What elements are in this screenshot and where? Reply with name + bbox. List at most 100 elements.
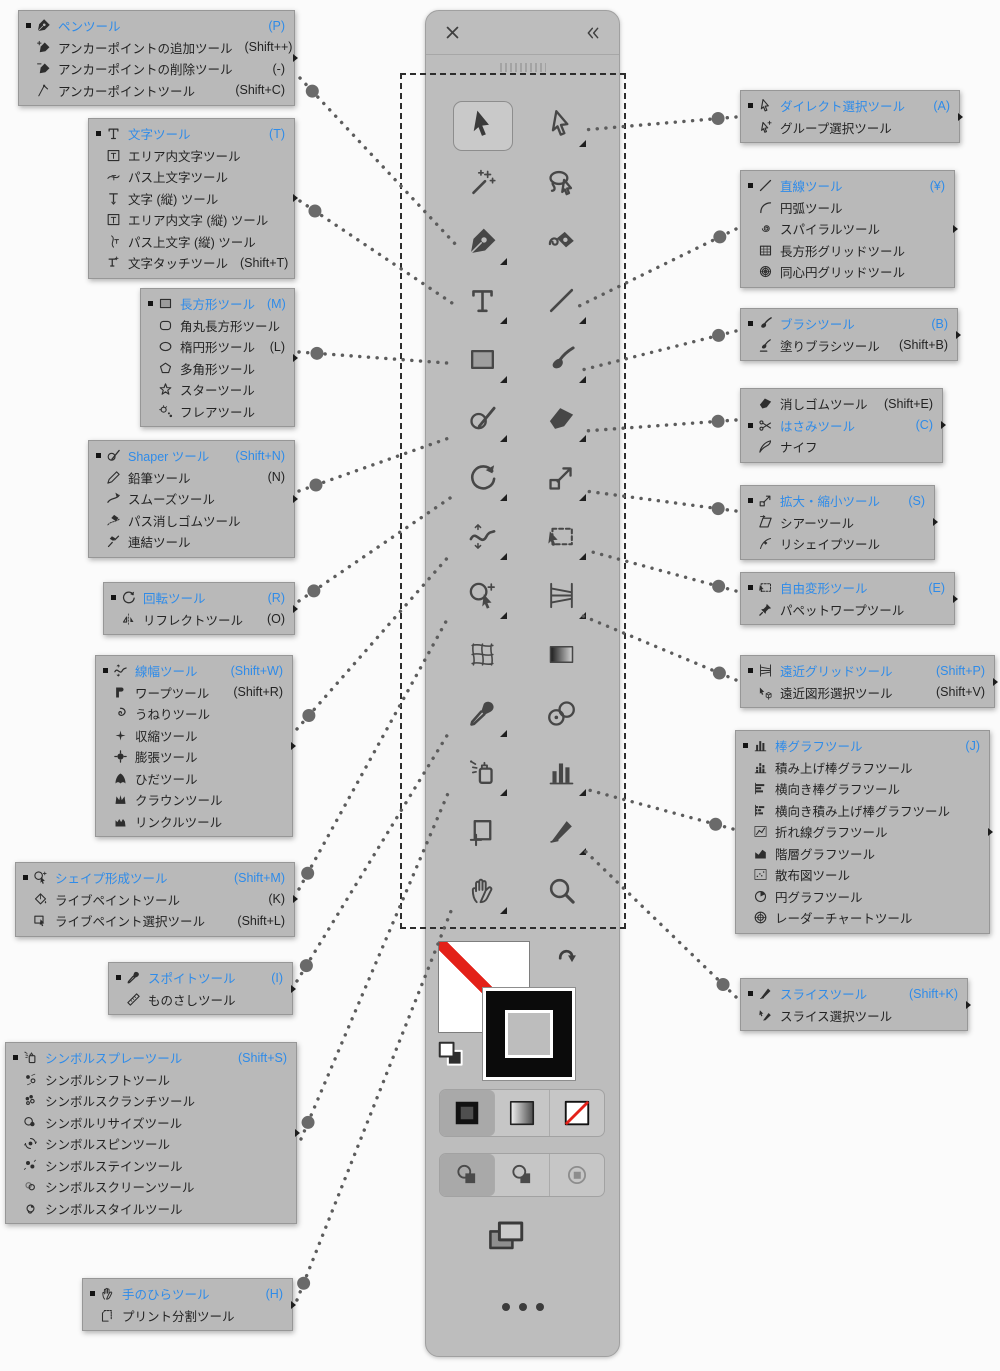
flyout-item-shear[interactable]: シアーツール bbox=[741, 512, 934, 534]
flyout-item-pucker[interactable]: 収縮ツール bbox=[96, 725, 292, 747]
more-options-button[interactable] bbox=[501, 1303, 544, 1311]
tool-perspective-grid[interactable] bbox=[533, 574, 591, 622]
flyout-item-bloat[interactable]: 膨張ツール bbox=[96, 746, 292, 768]
draw-normal-button[interactable] bbox=[440, 1154, 495, 1196]
flyout-item-scale[interactable]: 拡大・縮小ツール(S) bbox=[741, 490, 934, 512]
flyout-item-symbol-stain[interactable]: シンボルステインツール bbox=[6, 1155, 296, 1177]
tool-selection[interactable] bbox=[452, 100, 513, 151]
tool-line[interactable] bbox=[533, 279, 591, 327]
flyout-item-blob-brush[interactable]: 塗りブラシツール(Shift+B) bbox=[741, 335, 957, 357]
flyout-item-bar-graph[interactable]: 横向き棒グラフツール bbox=[736, 778, 989, 800]
flyout-item-type[interactable]: 文字ツール(T) bbox=[89, 123, 294, 145]
flyout-item-pencil[interactable]: 鉛筆ツール(N) bbox=[89, 467, 294, 489]
flyout-item-free-transform[interactable]: 自由変形ツール(E) bbox=[741, 577, 954, 599]
flyout-item-eraser[interactable]: 消しゴムツール(Shift+E) bbox=[741, 393, 942, 415]
tool-magic-wand[interactable] bbox=[454, 161, 512, 209]
flyout-item-area-graph[interactable]: 階層グラフツール bbox=[736, 843, 989, 865]
swap-fill-stroke-icon[interactable] bbox=[554, 943, 581, 975]
tool-curvature[interactable] bbox=[533, 220, 591, 268]
flyout-item-polygon[interactable]: 多角形ツール bbox=[141, 358, 294, 380]
collapse-panel-icon[interactable] bbox=[585, 25, 601, 41]
flyout-item-ellipse[interactable]: 楕円形ツール(L) bbox=[141, 336, 294, 358]
flyout-item-reshape[interactable]: リシェイプツール bbox=[741, 533, 934, 555]
flyout-item-group-select[interactable]: グループ選択ツール bbox=[741, 117, 959, 139]
tool-pen[interactable] bbox=[454, 220, 512, 268]
flyout-item-arc[interactable]: 円弧ツール bbox=[741, 197, 954, 219]
flyout-item-star[interactable]: スターツール bbox=[141, 379, 294, 401]
flyout-item-rotate[interactable]: 回転ツール(R) bbox=[104, 587, 294, 609]
tool-mesh[interactable] bbox=[454, 633, 512, 681]
flyout-item-warp[interactable]: ワープツール(Shift+R) bbox=[96, 682, 292, 704]
color-button[interactable] bbox=[440, 1090, 495, 1136]
tool-gradient[interactable] bbox=[533, 633, 591, 681]
flyout-item-wrinkle[interactable]: リンクルツール bbox=[96, 811, 292, 833]
tool-artboard[interactable] bbox=[454, 810, 512, 858]
flyout-item-direct-selection[interactable]: ダイレクト選択ツール(A) bbox=[741, 95, 959, 117]
flyout-item-twirl[interactable]: うねりツール bbox=[96, 703, 292, 725]
tool-rotate[interactable] bbox=[454, 456, 512, 504]
screen-mode-button[interactable] bbox=[484, 1214, 528, 1263]
flyout-item-graph[interactable]: 棒グラフツール(J) bbox=[736, 735, 989, 757]
flyout-item-smooth[interactable]: スムーズツール bbox=[89, 488, 294, 510]
tool-symbol-sprayer[interactable] bbox=[454, 751, 512, 799]
tool-shape-builder[interactable] bbox=[454, 574, 512, 622]
flyout-item-symbol-style[interactable]: シンボルスタイルツール bbox=[6, 1198, 296, 1220]
close-icon[interactable] bbox=[444, 24, 461, 41]
none-button[interactable] bbox=[550, 1090, 604, 1136]
flyout-item-rect-grid[interactable]: 長方形グリッドツール bbox=[741, 240, 954, 262]
flyout-item-symbol-spin[interactable]: シンボルスピンツール bbox=[6, 1133, 296, 1155]
flyout-item-symbol-shift[interactable]: シンボルシフトツール bbox=[6, 1069, 296, 1091]
flyout-item-brush[interactable]: ブラシツール(B) bbox=[741, 313, 957, 335]
flyout-item-vertical-path-type[interactable]: パス上文字 (縦) ツール bbox=[89, 231, 294, 253]
tool-slice[interactable] bbox=[533, 810, 591, 858]
flyout-item-width[interactable]: 線幅ツール(Shift+W) bbox=[96, 660, 292, 682]
flyout-item-perspective-select[interactable]: 遠近図形選択ツール(Shift+V) bbox=[741, 682, 994, 704]
flyout-item-spiral[interactable]: スパイラルツール bbox=[741, 218, 954, 240]
draw-behind-button[interactable] bbox=[495, 1154, 550, 1196]
tool-direct-selection[interactable] bbox=[533, 102, 591, 150]
flyout-item-scissors[interactable]: はさみツール(C) bbox=[741, 415, 942, 437]
tool-width[interactable] bbox=[454, 515, 512, 563]
flyout-item-vertical-type[interactable]: 文字 (縦) ツール bbox=[89, 188, 294, 210]
flyout-item-polar-grid[interactable]: 同心円グリッドツール bbox=[741, 261, 954, 283]
flyout-item-hand[interactable]: 手のひらツール(H) bbox=[83, 1283, 292, 1305]
tool-eraser[interactable] bbox=[533, 397, 591, 445]
flyout-item-line[interactable]: 直線ツール(¥) bbox=[741, 175, 954, 197]
flyout-item-symbol-size[interactable]: シンボルリサイズツール bbox=[6, 1112, 296, 1134]
flyout-item-pen[interactable]: ペンツール(P) bbox=[19, 15, 294, 37]
flyout-item-scallop[interactable]: ひだツール bbox=[96, 768, 292, 790]
flyout-item-stacked-bar-graph[interactable]: 横向き積み上げ棒グラフツール bbox=[736, 800, 989, 822]
flyout-item-print-tiling[interactable]: プリント分割ツール bbox=[83, 1305, 292, 1327]
flyout-item-rounded-rect[interactable]: 角丸長方形ツール bbox=[141, 315, 294, 337]
flyout-item-join[interactable]: 連結ツール bbox=[89, 531, 294, 553]
flyout-item-eyedropper[interactable]: スポイトツール(I) bbox=[109, 967, 292, 989]
flyout-item-symbol-sprayer[interactable]: シンボルスプレーツール(Shift+S) bbox=[6, 1047, 296, 1069]
flyout-item-pie-graph[interactable]: 円グラフツール bbox=[736, 886, 989, 908]
tool-type[interactable] bbox=[454, 279, 512, 327]
flyout-item-symbol-screen[interactable]: シンボルスクリーンツール bbox=[6, 1176, 296, 1198]
stroke-swatch[interactable] bbox=[483, 988, 575, 1080]
flyout-item-scatter-graph[interactable]: 散布図ツール bbox=[736, 864, 989, 886]
flyout-item-stacked-graph[interactable]: 積み上げ棒グラフツール bbox=[736, 757, 989, 779]
flyout-item-pen-plus[interactable]: アンカーポイントの追加ツール(Shift++) bbox=[19, 37, 294, 59]
flyout-item-line-graph[interactable]: 折れ線グラフツール bbox=[736, 821, 989, 843]
flyout-item-live-paint-select[interactable]: ライブペイント選択ツール(Shift+L) bbox=[16, 910, 294, 932]
flyout-item-reflect[interactable]: リフレクトツール(O) bbox=[104, 609, 294, 631]
flyout-item-measure[interactable]: ものさしツール bbox=[109, 989, 292, 1011]
flyout-item-puppet-warp[interactable]: パペットワープツール bbox=[741, 599, 954, 621]
flyout-item-perspective-grid[interactable]: 遠近グリッドツール(Shift+P) bbox=[741, 660, 994, 682]
flyout-item-live-paint[interactable]: ライブペイントツール(K) bbox=[16, 889, 294, 911]
flyout-item-radar-graph[interactable]: レーダーチャートツール bbox=[736, 907, 989, 929]
tool-lasso[interactable] bbox=[533, 161, 591, 209]
tool-graph[interactable] bbox=[533, 751, 591, 799]
flyout-item-anchor[interactable]: アンカーポイントツール(Shift+C) bbox=[19, 80, 294, 102]
flyout-item-slice-select[interactable]: スライス選択ツール bbox=[741, 1005, 967, 1027]
flyout-item-shaper[interactable]: Shaper ツール(Shift+N) bbox=[89, 445, 294, 467]
flyout-item-path-type[interactable]: パス上文字ツール bbox=[89, 166, 294, 188]
tool-zoom[interactable] bbox=[533, 869, 591, 917]
flyout-item-flare[interactable]: フレアツール bbox=[141, 401, 294, 423]
flyout-item-touch-type[interactable]: 文字タッチツール(Shift+T) bbox=[89, 252, 294, 274]
gradient-button[interactable] bbox=[495, 1090, 550, 1136]
tool-shaper[interactable] bbox=[454, 397, 512, 445]
draw-inside-button[interactable] bbox=[550, 1154, 604, 1196]
